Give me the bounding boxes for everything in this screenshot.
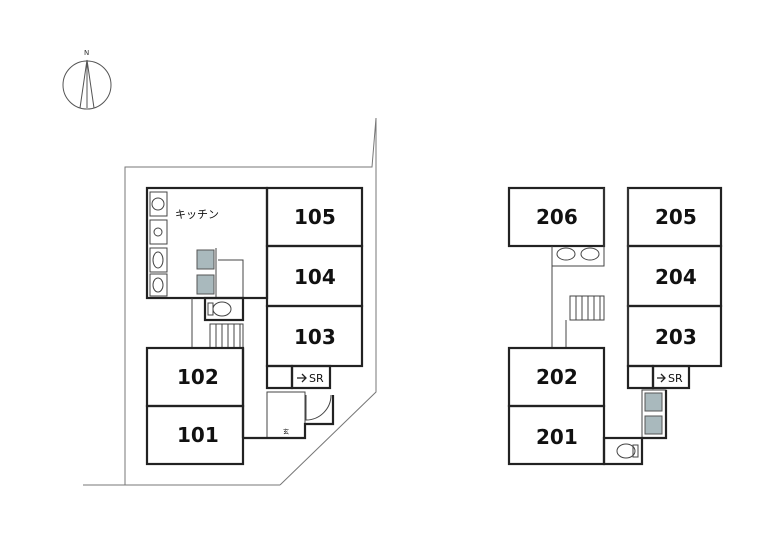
stove-icon [149,191,168,217]
entrance-door-icon[interactable] [305,394,332,421]
utility-wall [215,248,244,299]
room-105-label: 105 [294,205,336,229]
stair-wall [565,320,604,349]
sr-label: SR [668,372,683,385]
floor-1: キッチン 105 104 [83,117,377,486]
site-boundary [83,117,377,486]
washing-machine-icon [196,249,215,270]
kitchen-label: キッチン [175,208,219,221]
sr-box [651,364,691,390]
sink-drain-icon [153,227,163,237]
corridor-wall [191,298,205,349]
washbasin-bowl-icon [152,277,164,293]
entrance-label: 玄 [283,428,289,436]
room-103-label: 103 [294,325,336,349]
washbasin-icon [149,247,168,273]
stove-burner-icon [151,197,165,211]
storage-room [265,364,294,390]
floor-2: 206 205 204 203 SR [507,186,723,466]
sr-arrow-icon [657,373,666,383]
room-101[interactable] [145,404,245,466]
compass-north-label: N [84,49,89,57]
sr-label: SR [309,372,324,385]
room-201[interactable] [507,404,606,466]
room-202-label: 202 [536,365,578,389]
washroom-wall [551,246,605,267]
compass: N [62,49,112,110]
entrance-wall [243,395,335,440]
washbasin-icon [580,247,600,261]
toilet-room [203,296,245,322]
room-206-label: 206 [536,205,578,229]
room-204-label: 204 [655,265,697,289]
stairs-icon [569,295,605,321]
room-205-label: 205 [655,205,697,229]
toilet-tank-icon [632,444,639,458]
washing-machine-icon [644,415,663,435]
sink-icon [149,219,168,245]
toilet-icon [616,443,636,459]
sr-box [290,364,332,390]
storage-room [626,364,655,390]
compass-arrow-icon [79,59,95,109]
room-102-label: 102 [177,365,219,389]
washbasin-bowl-icon [152,251,164,269]
room-203-label: 203 [655,325,697,349]
washbasin-icon [556,247,576,261]
room-101-label: 101 [177,423,219,447]
room-104-label: 104 [294,265,336,289]
corridor-wall [642,390,668,440]
stairs-icon [209,323,244,349]
room-201-label: 201 [536,425,578,449]
toilet-tank-icon [207,302,214,316]
washing-machine-icon [196,274,215,295]
sr-arrow-icon [297,373,307,383]
washing-machine-icon [644,392,663,412]
washbasin-icon [149,273,168,297]
toilet-room [602,436,644,466]
toilet-icon [212,301,232,317]
